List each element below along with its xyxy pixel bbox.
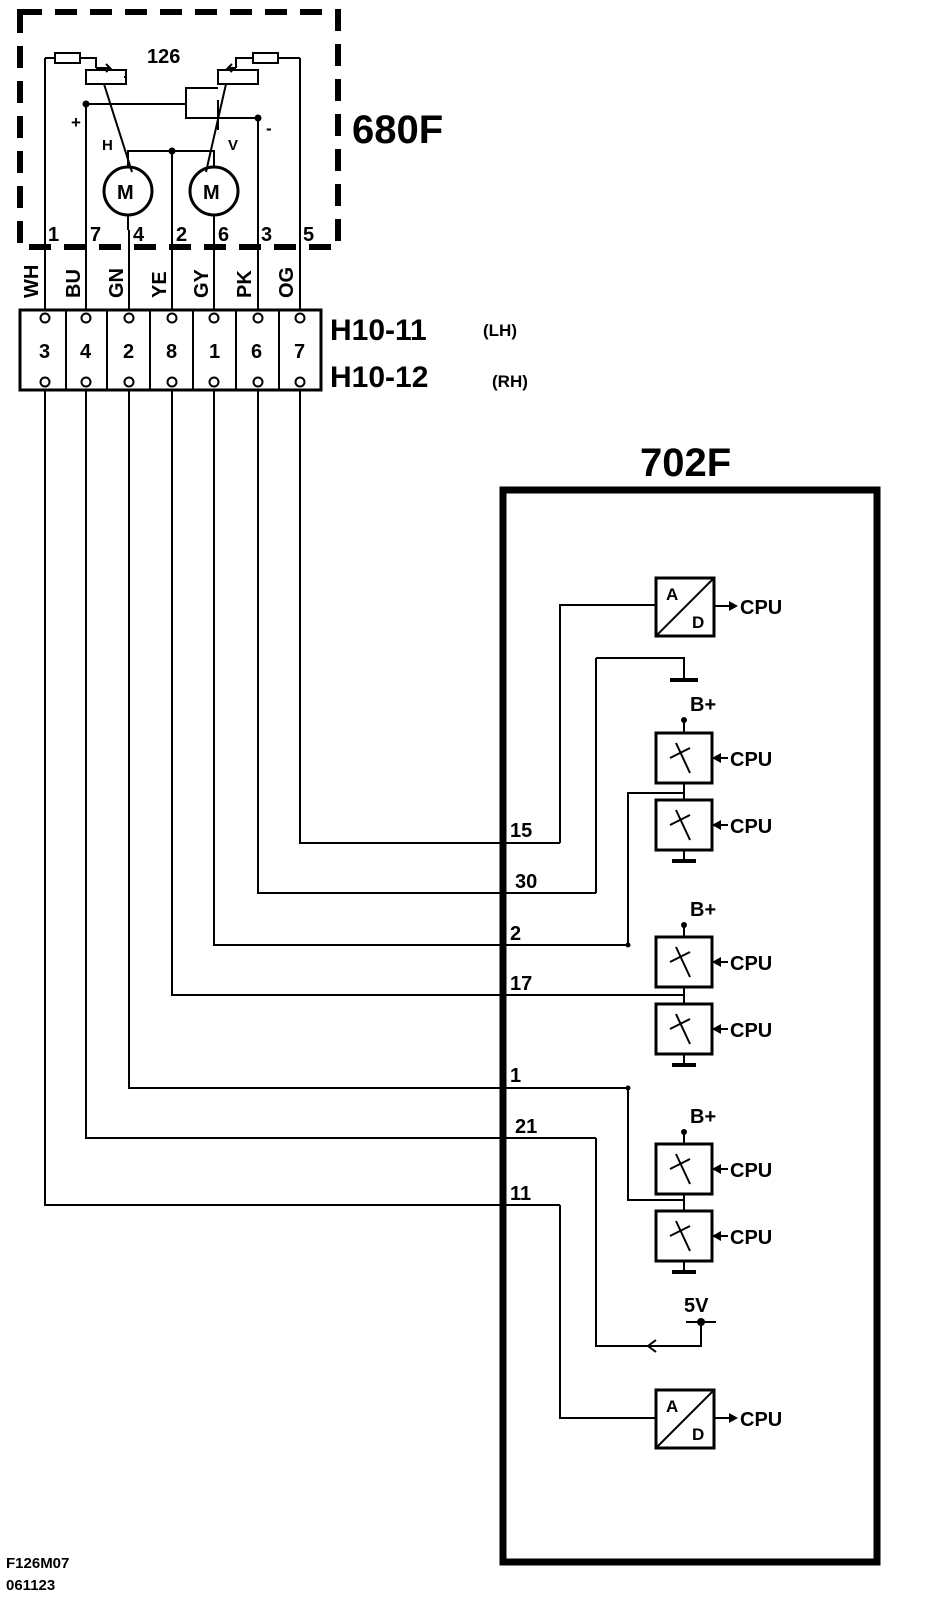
wire-color-label: YE (149, 271, 171, 298)
module-702f-pin-label: 21 (515, 1116, 537, 1138)
cpu-label: CPU (740, 597, 782, 619)
figure-date: 061123 (6, 1577, 55, 1594)
motor-common-junction (168, 147, 176, 155)
v-label: V (228, 137, 238, 154)
bplus-label: B+ (690, 694, 716, 716)
pin-label: 3 (261, 224, 272, 246)
pin-label: 1 (48, 224, 59, 246)
cavity-label: 6 (251, 341, 262, 363)
plus-label: + (71, 113, 81, 132)
module-702f-border (499, 486, 881, 1566)
motor-v-label: M (203, 182, 220, 204)
ad-d-label: D (692, 1425, 704, 1444)
pin-label: 6 (218, 224, 229, 246)
pin-label: 2 (176, 224, 187, 246)
cpu-label: CPU (740, 1409, 782, 1431)
cpu-label: CPU (730, 953, 772, 975)
ad-a-label: A (666, 1397, 678, 1416)
ad-a-label: A (666, 585, 678, 604)
ad-d-label: D (692, 613, 704, 632)
minus-label: - (266, 119, 272, 138)
connector-lh-side: (LH) (483, 321, 517, 340)
module-680f-pin-labels: 1 7 4 2 6 3 5 (48, 224, 314, 246)
pin-label: 7 (90, 224, 101, 246)
cpu-label: CPU (730, 749, 772, 771)
cavity-label: 2 (123, 341, 134, 363)
connector-rh-side: (RH) (492, 372, 528, 391)
connector-lh-label: H10-11 (330, 314, 427, 347)
wire-color-label: BU (63, 269, 85, 298)
module-702f-pin-label: 17 (510, 973, 532, 995)
wire-color-labels: WH BU GN YE GY PK OG (21, 265, 298, 298)
connector-rh-label: H10-12 (330, 361, 428, 394)
cavity-label: 3 (39, 341, 50, 363)
wire-color-label: OG (276, 267, 298, 298)
five-volt-label: 5V (684, 1295, 709, 1317)
module-702f-pin-label: 1 (510, 1065, 521, 1087)
cavity-label: 4 (80, 341, 92, 363)
module-702f-pin-label: 30 (515, 871, 537, 893)
module-680f-label: 680F (352, 108, 443, 152)
bplus-label: B+ (690, 1106, 716, 1128)
module-680f: 680F 126 + - H V M M (17, 9, 443, 250)
five-volt-supply: 5V (646, 1295, 716, 1353)
ad-converter-top: A D CPU (654, 576, 782, 638)
cpu-label: CPU (730, 1227, 772, 1249)
h-label: H (102, 137, 113, 154)
connector-body (18, 308, 323, 392)
driver-pair-3: B+ CPU CPU (654, 1106, 772, 1274)
module-702f-label: 702F (640, 441, 731, 485)
cavity-label: 7 (294, 341, 305, 363)
figure-code: F126M07 (6, 1555, 69, 1572)
module-702f-pin-label: 2 (510, 923, 521, 945)
driver-pair-2: B+ CPU CPU (654, 899, 772, 1067)
module-702f-pin-label: 15 (510, 820, 532, 842)
wire-color-label: GN (106, 268, 128, 298)
connector-h10: 3 4 2 8 1 6 7 H10-11 (LH) H10-12 (RH) (18, 308, 528, 394)
ground-icon (596, 657, 698, 682)
cavity-label: 1 (209, 341, 220, 363)
cpu-label: CPU (730, 816, 772, 838)
cpu-label: CPU (730, 1020, 772, 1042)
wire-color-label: GY (191, 268, 213, 298)
wire-color-label: WH (21, 265, 43, 298)
bplus-label: B+ (690, 899, 716, 921)
wire-color-label: PK (234, 270, 256, 298)
pin-label: 5 (303, 224, 314, 246)
module-702f-pin-label: 11 (510, 1183, 531, 1205)
component-number-label: 126 (147, 46, 180, 68)
harness-wires (44, 390, 628, 1206)
motor-h-label: M (117, 182, 134, 204)
pin-label: 4 (133, 224, 145, 246)
module-680f-border (17, 9, 341, 250)
cpu-label: CPU (730, 1160, 772, 1182)
potentiometer-v (217, 52, 300, 85)
driver-pair-1: B+ CPU CPU (654, 694, 772, 863)
potentiometer-h (45, 52, 127, 85)
cavity-label: 8 (166, 341, 177, 363)
module-702f: 702F 15 30 2 17 1 21 11 A D CPU B+ (499, 441, 881, 1566)
ad-converter-bottom: A D CPU (654, 1388, 782, 1450)
